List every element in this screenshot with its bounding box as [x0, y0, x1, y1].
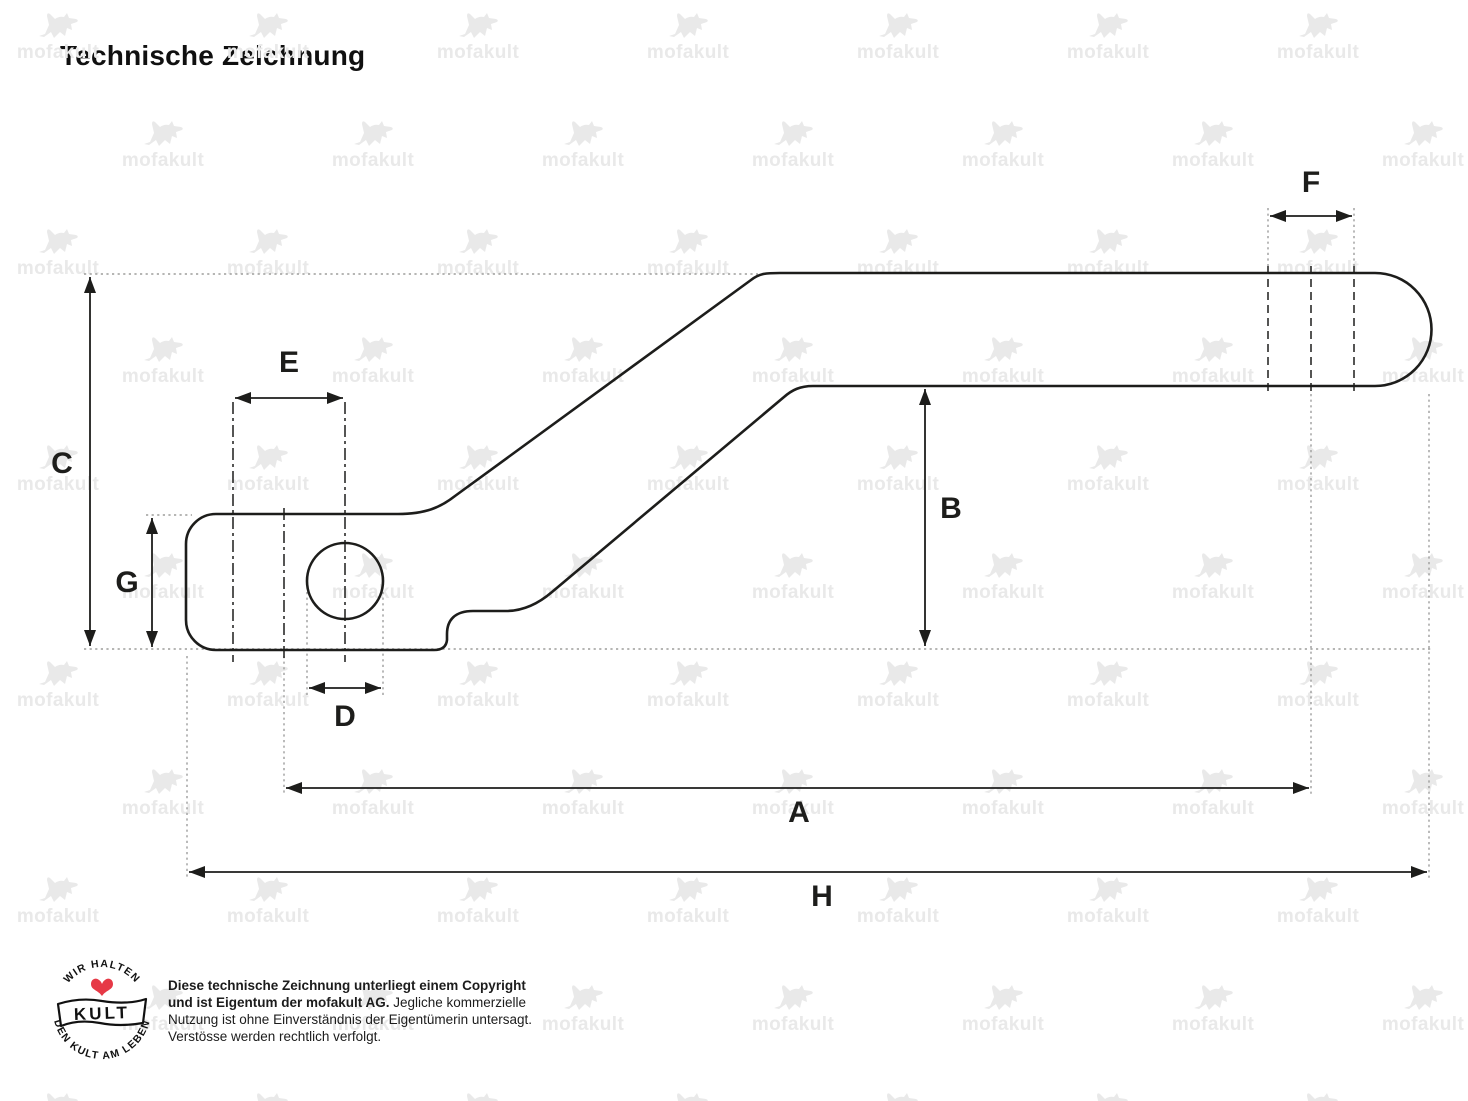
- badge-arc-top-text: WIR HALTEN: [61, 958, 142, 986]
- kult-flag: [56, 997, 148, 1028]
- dimension-label-b: B: [940, 492, 962, 525]
- dimension-labels: C G E D B F A H: [51, 166, 1320, 913]
- lever-outline: [184, 271, 1433, 652]
- copyright-line: Diese technische Zeichnung unterliegt ei…: [168, 977, 548, 994]
- dimension-lines: [83, 209, 1427, 879]
- badge-kult-text: KULT: [74, 1003, 131, 1024]
- kult-badge-logo: WIR HALTEN DEN KULT AM LEBEN KULT: [51, 958, 151, 1062]
- copyright-line: Nutzung ist ohne Einverständnis der Eige…: [168, 1012, 532, 1027]
- copyright-line: Verstösse werden rechtlich verfolgt.: [168, 1029, 382, 1044]
- dimension-label-c: C: [51, 447, 73, 480]
- dimension-label-g: G: [115, 566, 138, 599]
- dimension-label-e: E: [279, 346, 299, 379]
- centerlines: [232, 266, 1355, 662]
- copyright-notice: Diese technische Zeichnung unterliegt ei…: [168, 977, 548, 1045]
- dimension-label-d: D: [334, 700, 356, 733]
- dimension-label-a: A: [788, 796, 810, 829]
- copyright-line2-bold: und ist Eigentum der mofakult AG.: [168, 995, 390, 1010]
- copyright-line1-bold: Diese technische Zeichnung unterliegt ei…: [168, 978, 526, 993]
- dimension-label-h: H: [811, 880, 833, 913]
- dimension-label-f: F: [1302, 166, 1320, 199]
- copyright-line: und ist Eigentum der mofakult AG. Jeglic…: [168, 994, 548, 1011]
- heart-icon: [91, 978, 113, 996]
- copyright-line2-rest: Jegliche kommerzielle: [389, 995, 527, 1010]
